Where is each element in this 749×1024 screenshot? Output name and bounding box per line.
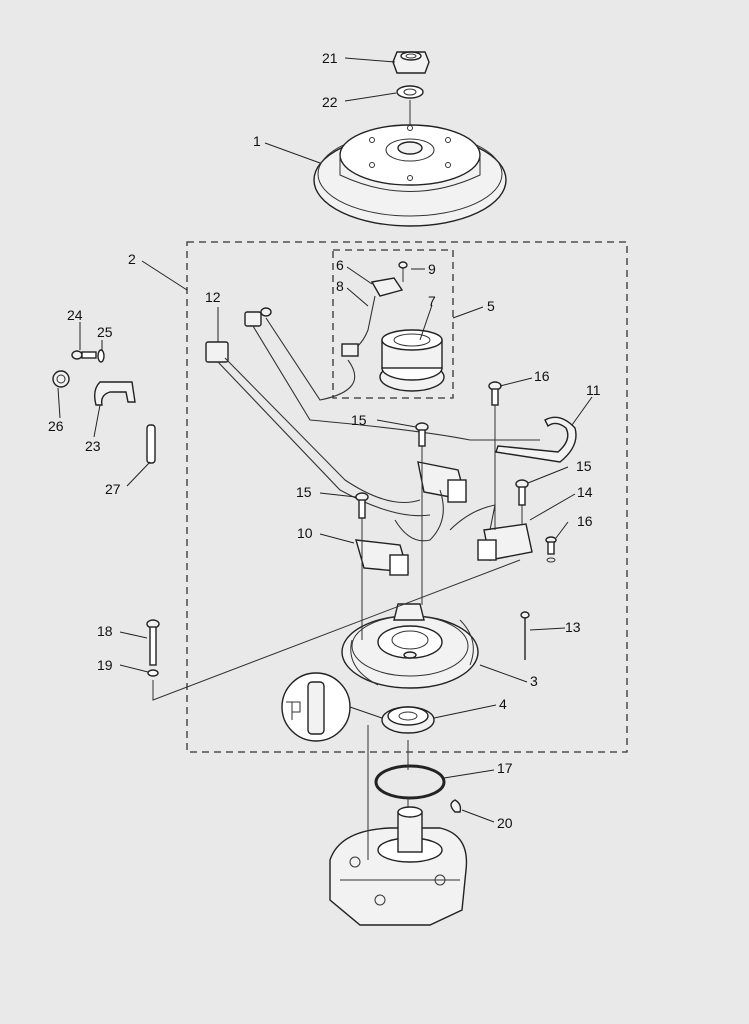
part-3-stator-plate [341,603,479,689]
callout-2: 2 [128,251,136,267]
callout-19: 19 [97,657,113,673]
callout-12: 12 [205,289,221,305]
callout-24: 24 [67,307,83,323]
part-23-bracket [93,381,136,406]
part-24-screw [71,350,97,360]
callout-13: 13 [565,619,581,635]
part-1-flywheel [313,124,507,227]
ground-lead-line [152,559,521,701]
leader-lines [57,57,593,823]
part-26-grommet [52,370,70,388]
callout-1: 1 [253,133,261,149]
callout-15-b: 15 [576,458,592,474]
callout-21: 21 [322,50,338,66]
assembly-2-dashed-box [186,241,628,753]
part-16-screw-a [488,381,502,530]
part-27-pin [146,424,156,464]
part-8-coil-terminal [341,343,359,357]
part-19-washer [147,669,159,677]
part-12-connector [205,307,540,517]
callout-15-a: 15 [351,412,367,428]
callout-8: 8 [336,278,344,294]
callout-10: 10 [297,525,313,541]
part-18-bolt [146,619,160,666]
part-15-screw-b [355,492,369,640]
part-13-pin [520,611,530,660]
callout-25: 25 [97,324,113,340]
stator-lead-wires [394,489,444,542]
callout-4: 4 [499,696,507,712]
part-21-nut [392,51,430,74]
part-14-pulser-coil [449,504,533,561]
part-16-screw-b [545,536,557,563]
powerhead-base [329,806,468,926]
part-4-bushing [381,706,435,734]
callout-6: 6 [336,257,344,273]
callout-11: 11 [586,382,601,398]
callout-20: 20 [497,815,513,831]
callout-16-b: 16 [577,513,593,529]
callout-14: 14 [577,484,593,500]
part-9-screw [398,261,408,282]
part-25-washer [97,349,105,363]
callout-26: 26 [48,418,64,434]
part-7-charge-coil [379,329,445,392]
callout-22: 22 [322,94,338,110]
callout-18: 18 [97,623,113,639]
callout-3: 3 [530,673,538,689]
callout-5: 5 [487,298,495,314]
callout-15-c: 15 [296,484,312,500]
part-11-wire-clamp [495,416,577,463]
assembly-5-dashed-box [332,249,454,399]
callout-23: 23 [85,438,101,454]
callout-9: 9 [428,261,436,277]
callout-27: 27 [105,481,121,497]
callout-17: 17 [497,760,513,776]
detail-inset-circle [281,672,383,742]
callout-16-a: 16 [534,368,550,384]
part-10-pulser-coil [355,539,409,576]
part-20-clip [450,799,462,813]
part-22-washer [396,85,424,99]
part-15-screw-a [415,422,429,605]
part-15-screw-c [515,479,529,525]
callout-7: 7 [428,293,436,309]
part-6-bracket [344,277,404,353]
shaft-center-line [367,100,411,860]
part-17-o-ring [374,764,446,800]
